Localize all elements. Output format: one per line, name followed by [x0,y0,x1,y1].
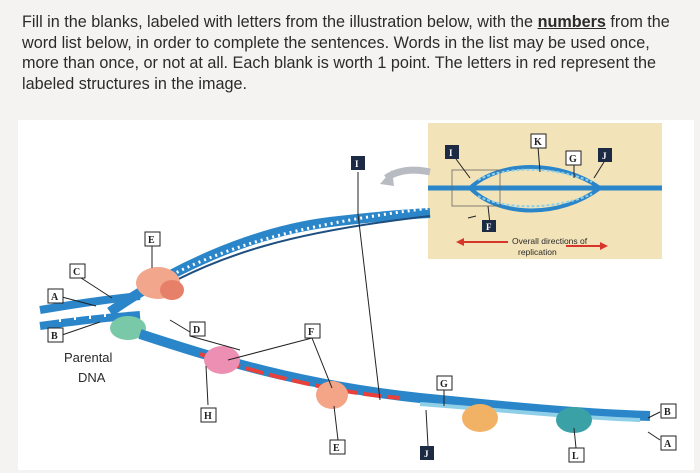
svg-text:D: D [193,325,200,336]
inset-new-strand-bottom [477,193,593,208]
inset-zoom-box [451,169,501,207]
parental-dna-label: Parental DNA [64,350,116,385]
inset-panel: Overall directions of replication I K G … [428,123,662,259]
label-E-top: E [144,231,161,247]
dna-polymerase-pink [204,346,240,374]
label-E-bottom: E [329,439,346,455]
svg-text:G: G [569,154,577,165]
instructions-emphasis: numbers [537,13,606,31]
instructions-text: Fill in the blanks, labeled with letters… [22,12,682,94]
inset-label-F: F [482,220,496,232]
label-B-left: B [47,327,64,343]
label-D: D [189,321,206,337]
label-I-main: I [351,156,365,170]
inset-caption-line1: Overall directions of [512,236,588,246]
svg-text:K: K [534,137,542,148]
svg-text:J: J [602,151,607,161]
label-F-main: F [304,323,321,339]
leader-lines [61,172,661,449]
svg-text:A: A [664,439,672,450]
svg-text:J: J [424,449,429,459]
svg-text:H: H [204,411,212,422]
svg-text:B: B [51,331,58,342]
inset-caption-line2: replication [518,247,557,257]
parental-dna-line2: DNA [78,370,106,385]
parental-dna-line1: Parental [64,350,113,365]
ligase-enzyme [462,404,498,432]
svg-text:B: B [664,407,671,418]
inset-label-G: G [565,150,582,166]
svg-text:C: C [73,267,80,278]
svg-text:A: A [51,292,59,303]
inset-bubble-top [468,165,602,190]
label-C: C [69,263,86,279]
helicase-enzyme [110,316,146,340]
polymerase-teal [556,407,592,433]
label-G-main: G [436,375,453,391]
svg-text:G: G [440,379,448,390]
label-L: L [568,447,585,463]
inset-label-K: K [530,133,547,149]
dna-polymerase-orange [316,381,348,409]
label-A-left: A [47,288,64,304]
svg-text:I: I [355,159,359,169]
label-H: H [200,407,217,423]
inset-bubble-bottom [468,186,602,213]
svg-text:L: L [572,451,579,462]
svg-text:F: F [486,222,492,232]
inset-label-I: I [445,145,459,159]
parental-dna-helix [39,292,141,330]
svg-text:F: F [308,327,314,338]
label-A-right: A [660,435,677,451]
inset-label-J: J [598,148,612,162]
instructions-part1: Fill in the blanks, labeled with letters… [22,13,538,31]
label-J-bottom: J [420,446,434,460]
instructions-part2: from the word list below, in order to co… [22,13,670,93]
svg-text:I: I [449,148,453,158]
svg-text:E: E [148,235,155,246]
svg-text:E: E [333,443,340,454]
label-B-right: B [660,403,677,419]
inset-new-strand-top [477,168,593,183]
